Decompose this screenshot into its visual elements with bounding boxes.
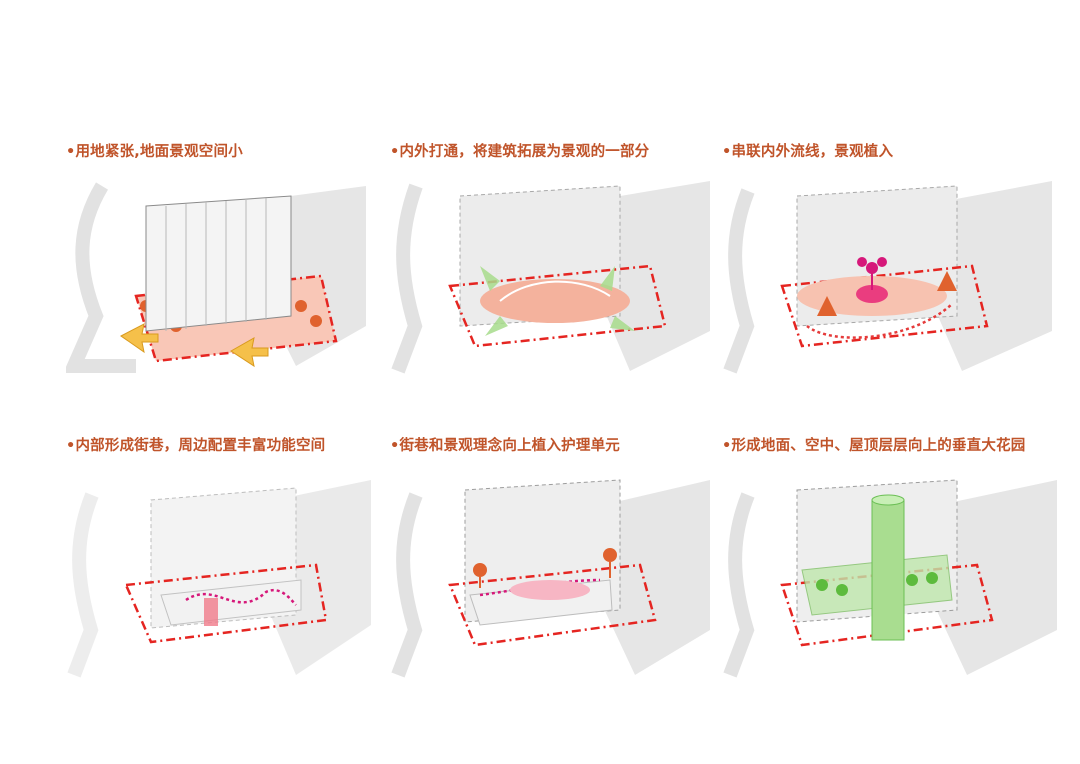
tree-icon	[817, 271, 957, 316]
flower-icon	[857, 257, 887, 290]
building-icon	[145, 195, 292, 332]
diagram-panel-4: •内部形成街巷，周边配置丰富功能空间	[66, 434, 406, 694]
massing-diagram-1	[66, 182, 366, 373]
diagram-panel-2: •内外打通，将建筑拓展为景观的一部分	[390, 140, 730, 400]
diagram-panel-3: •串联内外流线，景观植入	[722, 140, 1062, 400]
panel-caption: •街巷和景观理念向上植入护理单元	[390, 438, 620, 454]
tree-icon	[816, 572, 938, 596]
massing-diagram-4	[67, 480, 371, 678]
massing-diagram-3	[723, 181, 1052, 374]
diagram-panel-1: •用地紧张,地面景观空间小	[66, 140, 406, 400]
arrow-icon	[480, 266, 635, 336]
path-icon	[185, 589, 297, 606]
panel-caption: •用地紧张,地面景观空间小	[66, 144, 243, 160]
panel-caption: •内部形成街巷，周边配置丰富功能空间	[66, 438, 326, 454]
tree-icon	[473, 548, 617, 588]
massing-diagram-5	[391, 479, 710, 678]
arrow-icon	[120, 323, 269, 368]
tower-icon	[871, 494, 905, 641]
panel-caption: •串联内外流线，景观植入	[722, 144, 894, 160]
panel-caption: •内外打通，将建筑拓展为景观的一部分	[390, 144, 650, 160]
diagram-panel-5: •街巷和景观理念向上植入护理单元	[390, 434, 730, 694]
panel-caption: •形成地面、空中、屋顶层层向上的垂直大花园	[722, 438, 1026, 454]
massing-diagram-6	[723, 479, 1057, 678]
diagram-panel-6: •形成地面、空中、屋顶层层向上的垂直大花园	[722, 434, 1062, 694]
massing-diagram-2	[391, 181, 710, 374]
